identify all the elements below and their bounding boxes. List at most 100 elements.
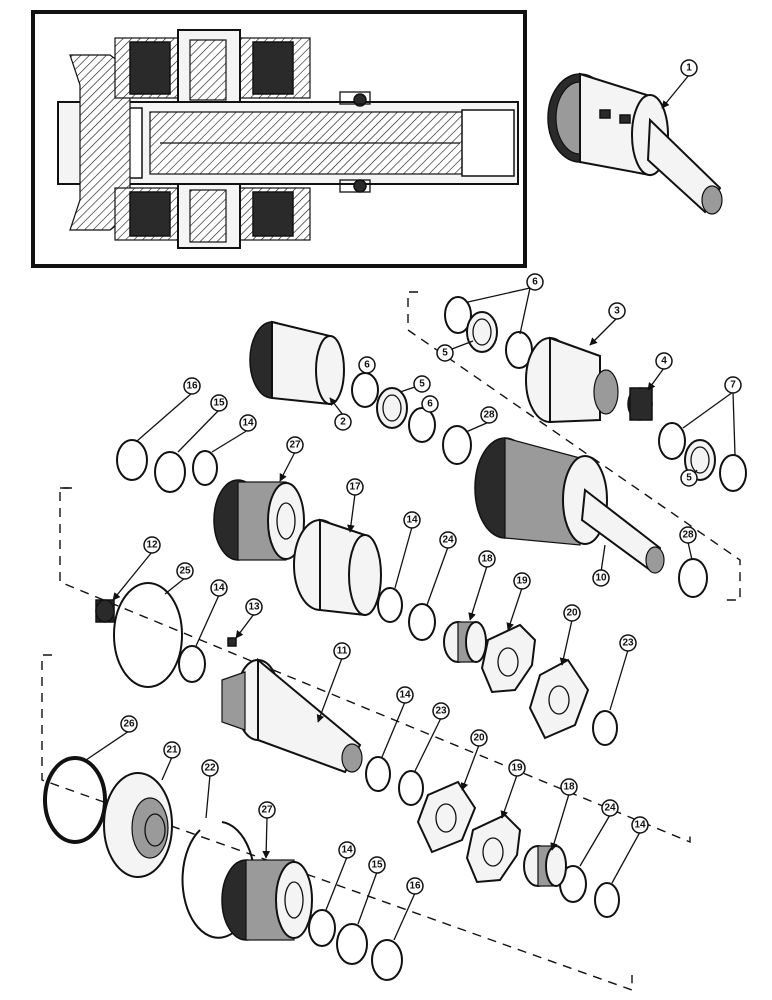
callout-5: 5 — [436, 344, 454, 362]
callout-circle — [120, 715, 138, 733]
callout-number: 14 — [406, 515, 418, 526]
callout-circle — [592, 569, 610, 587]
callout-circle — [258, 801, 276, 819]
callout-circle — [508, 759, 526, 777]
callout-number: 6 — [364, 360, 370, 371]
callout-number: 14 — [341, 845, 353, 856]
callout-19: 19 — [508, 759, 526, 777]
callout-number: 19 — [516, 576, 528, 587]
group-outlines — [41, 291, 741, 991]
callout-circle — [210, 394, 228, 412]
callout-13: 13 — [245, 598, 263, 616]
callout-circle — [346, 478, 364, 496]
callout-number: 27 — [261, 805, 273, 816]
callout-number: 15 — [371, 860, 383, 871]
callout-number: 6 — [532, 277, 538, 288]
callout-22: 22 — [201, 759, 219, 777]
callout-circle — [201, 759, 219, 777]
callout-number: 5 — [686, 473, 692, 484]
callout-23: 23 — [432, 702, 450, 720]
callout-number: 13 — [248, 602, 260, 613]
callout-5: 5 — [680, 469, 698, 487]
callout-number: 19 — [511, 763, 523, 774]
callout-circle — [563, 604, 581, 622]
callout-number: 20 — [566, 608, 578, 619]
callout-14: 14 — [631, 816, 649, 834]
callout-20: 20 — [563, 604, 581, 622]
callout-number: 24 — [604, 803, 616, 814]
callout-28: 28 — [480, 406, 498, 424]
callout-18: 18 — [560, 778, 578, 796]
callout-number: 22 — [204, 763, 216, 774]
callout-circle — [680, 469, 698, 487]
callout-16: 16 — [183, 377, 201, 395]
callout-circle — [334, 413, 352, 431]
callout-circle — [680, 59, 698, 77]
callout-number: 4 — [661, 356, 667, 367]
callout-number: 7 — [730, 380, 736, 391]
callout-number: 27 — [289, 440, 301, 451]
callout-circle — [439, 531, 457, 549]
callout-number: 14 — [399, 690, 411, 701]
callout-12: 12 — [143, 536, 161, 554]
callout-27: 27 — [286, 436, 304, 454]
callout-number: 10 — [595, 573, 607, 584]
callout-number: 20 — [473, 733, 485, 744]
callout-circle — [432, 702, 450, 720]
callout-14: 14 — [239, 414, 257, 432]
callout-number: 3 — [614, 306, 620, 317]
drum-parts — [95, 320, 665, 941]
callout-circle — [358, 356, 376, 374]
callout-25: 25 — [176, 562, 194, 580]
callout-circle — [368, 856, 386, 874]
callout-20: 20 — [470, 729, 488, 747]
callout-circle — [143, 536, 161, 554]
callout-circle — [333, 642, 351, 660]
callout-number: 15 — [213, 398, 225, 409]
callout-number: 24 — [442, 535, 454, 546]
callout-circle — [163, 741, 181, 759]
part-1-assembly — [547, 72, 723, 215]
callout-17: 17 — [346, 478, 364, 496]
callout-circle — [470, 729, 488, 747]
callout-circle — [631, 816, 649, 834]
callout-number: 18 — [563, 782, 575, 793]
callout-circle — [183, 377, 201, 395]
callout-circle — [245, 598, 263, 616]
callout-circle — [601, 799, 619, 817]
callout-10: 10 — [592, 569, 610, 587]
callout-number: 16 — [186, 381, 198, 392]
callout-number: 14 — [242, 418, 254, 429]
callout-circle — [608, 302, 626, 320]
rings-and-washers — [43, 296, 747, 981]
callout-circle — [406, 877, 424, 895]
callout-labels: 1234555666710111213141414141414151516161… — [120, 59, 742, 895]
callout-circle — [478, 550, 496, 568]
callout-14: 14 — [396, 686, 414, 704]
callout-26: 26 — [120, 715, 138, 733]
callout-circle — [176, 562, 194, 580]
callout-number: 1 — [686, 63, 692, 74]
callout-circle — [286, 436, 304, 454]
cross-section-inset — [31, 10, 527, 268]
callout-14: 14 — [210, 579, 228, 597]
callout-circle — [560, 778, 578, 796]
callout-24: 24 — [439, 531, 457, 549]
callout-6: 6 — [421, 395, 439, 413]
callout-circle — [724, 376, 742, 394]
callout-circle — [679, 526, 697, 544]
callout-circle — [403, 511, 421, 529]
leader-lines — [85, 74, 736, 941]
callout-number: 21 — [166, 745, 178, 756]
callout-14: 14 — [338, 841, 356, 859]
callout-number: 11 — [337, 646, 348, 657]
callout-number: 25 — [179, 566, 191, 577]
callout-number: 5 — [442, 348, 448, 359]
callout-circle — [513, 572, 531, 590]
callout-circle — [436, 344, 454, 362]
callout-number: 23 — [435, 706, 447, 717]
callout-7: 7 — [724, 376, 742, 394]
callout-circle — [413, 375, 431, 393]
callout-circle — [338, 841, 356, 859]
